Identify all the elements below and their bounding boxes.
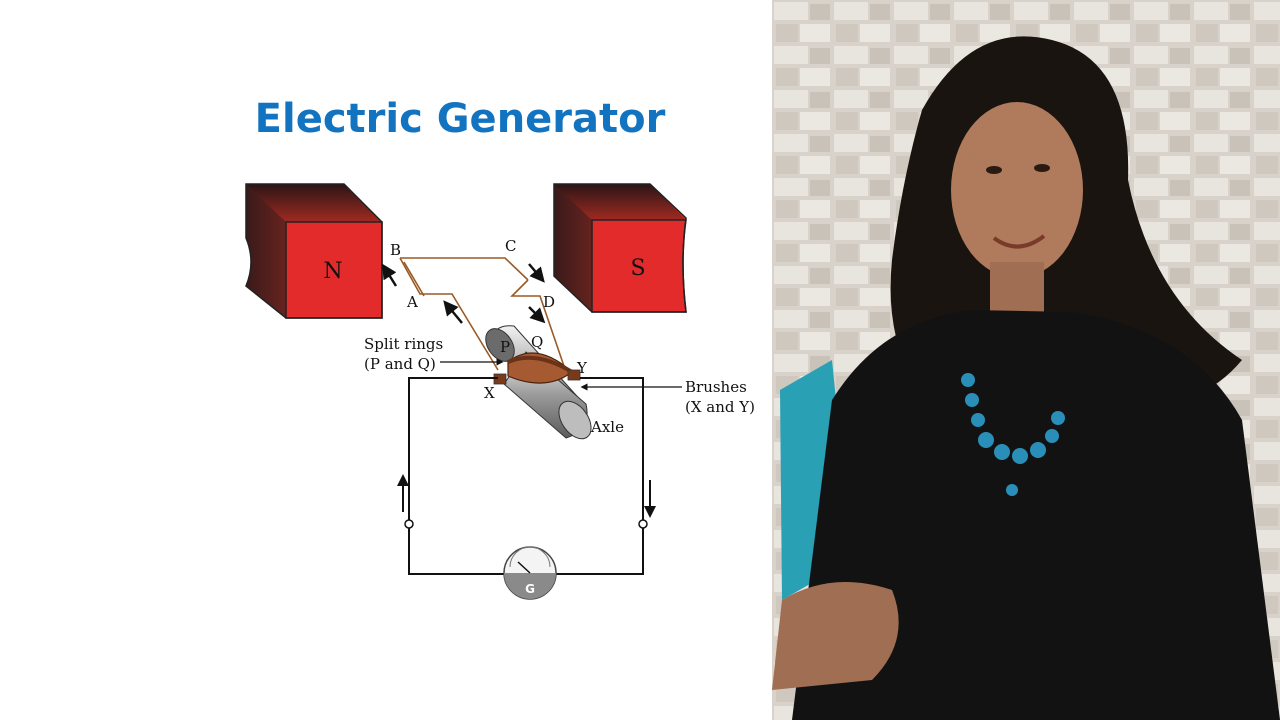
hand [772, 582, 899, 690]
brushes-label-sub: (X and Y) [685, 398, 755, 416]
generator-diagram: N S [245, 183, 755, 600]
slide-title: Electric Generator [254, 96, 666, 142]
ring-p-label: P [500, 338, 510, 356]
coil-point-b: B [390, 241, 401, 259]
brushes-label: Brushes [685, 378, 747, 396]
terminal-right [638, 519, 648, 529]
presenter-photo [772, 0, 1280, 720]
ring-q-label: Q [531, 333, 543, 351]
brush-y [567, 369, 581, 381]
coil-point-a: A [406, 293, 418, 311]
north-magnet: N [245, 183, 383, 319]
slide-panel: Electric Generator [0, 0, 772, 720]
split-rings: P Q [493, 333, 581, 385]
north-pole-label: N [323, 259, 342, 284]
split-rings-label: Split rings [364, 335, 443, 353]
armature-coil [399, 257, 567, 373]
external-circuit [408, 377, 644, 575]
brush-y-label: Y [576, 359, 588, 377]
terminal-left [404, 519, 414, 529]
galvanometer: G [503, 546, 557, 600]
split-rings-label-sub: (P and Q) [364, 355, 436, 373]
necklace [961, 373, 1065, 496]
south-pole-label: S [630, 256, 645, 281]
galvanometer-label: G [525, 582, 535, 596]
brush-x-label: X [484, 384, 495, 402]
face [951, 102, 1083, 278]
south-magnet: S [553, 183, 687, 313]
coil-point-d: D [543, 293, 555, 311]
coil-current-arrows [382, 263, 546, 324]
presenter-illustration [772, 0, 1280, 720]
galvanometer-needle [517, 561, 531, 574]
axle-label: Axle [590, 418, 624, 436]
smile [992, 234, 1046, 249]
coil-point-c: C [505, 237, 516, 255]
black-top [792, 310, 1280, 720]
